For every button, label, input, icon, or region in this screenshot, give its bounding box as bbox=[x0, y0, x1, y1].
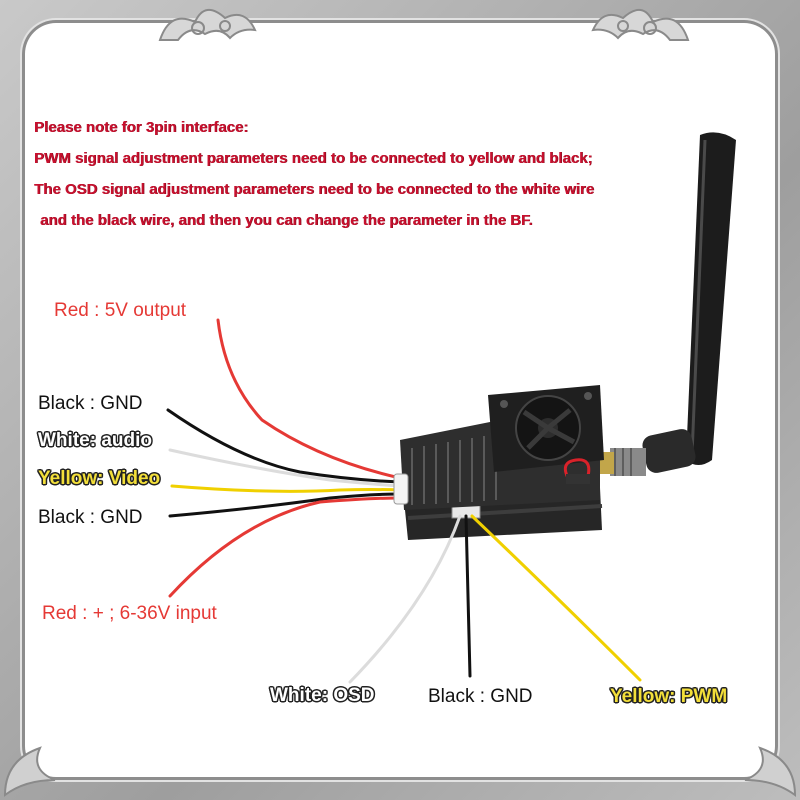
note-line-title: Please note for 3pin interface: bbox=[34, 119, 249, 136]
label-white-osd: White: OSD bbox=[270, 685, 375, 706]
label-black-gnd-middle: Black : GND bbox=[38, 507, 143, 528]
transmitter-module bbox=[400, 385, 604, 540]
antenna bbox=[596, 132, 736, 476]
label-white-audio: White: audio bbox=[38, 430, 152, 451]
white-panel bbox=[22, 20, 778, 780]
note-line-bf: and the black wire, and then you can cha… bbox=[40, 212, 533, 229]
right-cloud-ornament bbox=[591, 9, 690, 41]
note-line-osd: The OSD signal adjustment parameters nee… bbox=[34, 181, 595, 198]
label-black-gnd-bottom: Black : GND bbox=[428, 686, 533, 707]
three-pin-harness bbox=[348, 514, 642, 684]
bottom-left-corner-ornament bbox=[3, 746, 56, 797]
label-black-gnd-top: Black : GND bbox=[38, 393, 143, 414]
bottom-right-corner-ornament bbox=[744, 746, 797, 797]
label-red-input: Red : + ; 6-36V input bbox=[42, 603, 217, 624]
main-wire-harness bbox=[166, 318, 409, 598]
label-red-5v-output: Red : 5V output bbox=[54, 300, 187, 321]
left-cloud-ornament bbox=[158, 9, 257, 41]
interface-note: Please note for 3pin interface: PWM sign… bbox=[34, 112, 734, 236]
label-yellow-video: Yellow: Video bbox=[38, 468, 161, 489]
label-yellow-pwm: Yellow: PWM bbox=[610, 686, 728, 707]
note-line-pwm: PWM signal adjustment parameters need to… bbox=[34, 150, 593, 167]
